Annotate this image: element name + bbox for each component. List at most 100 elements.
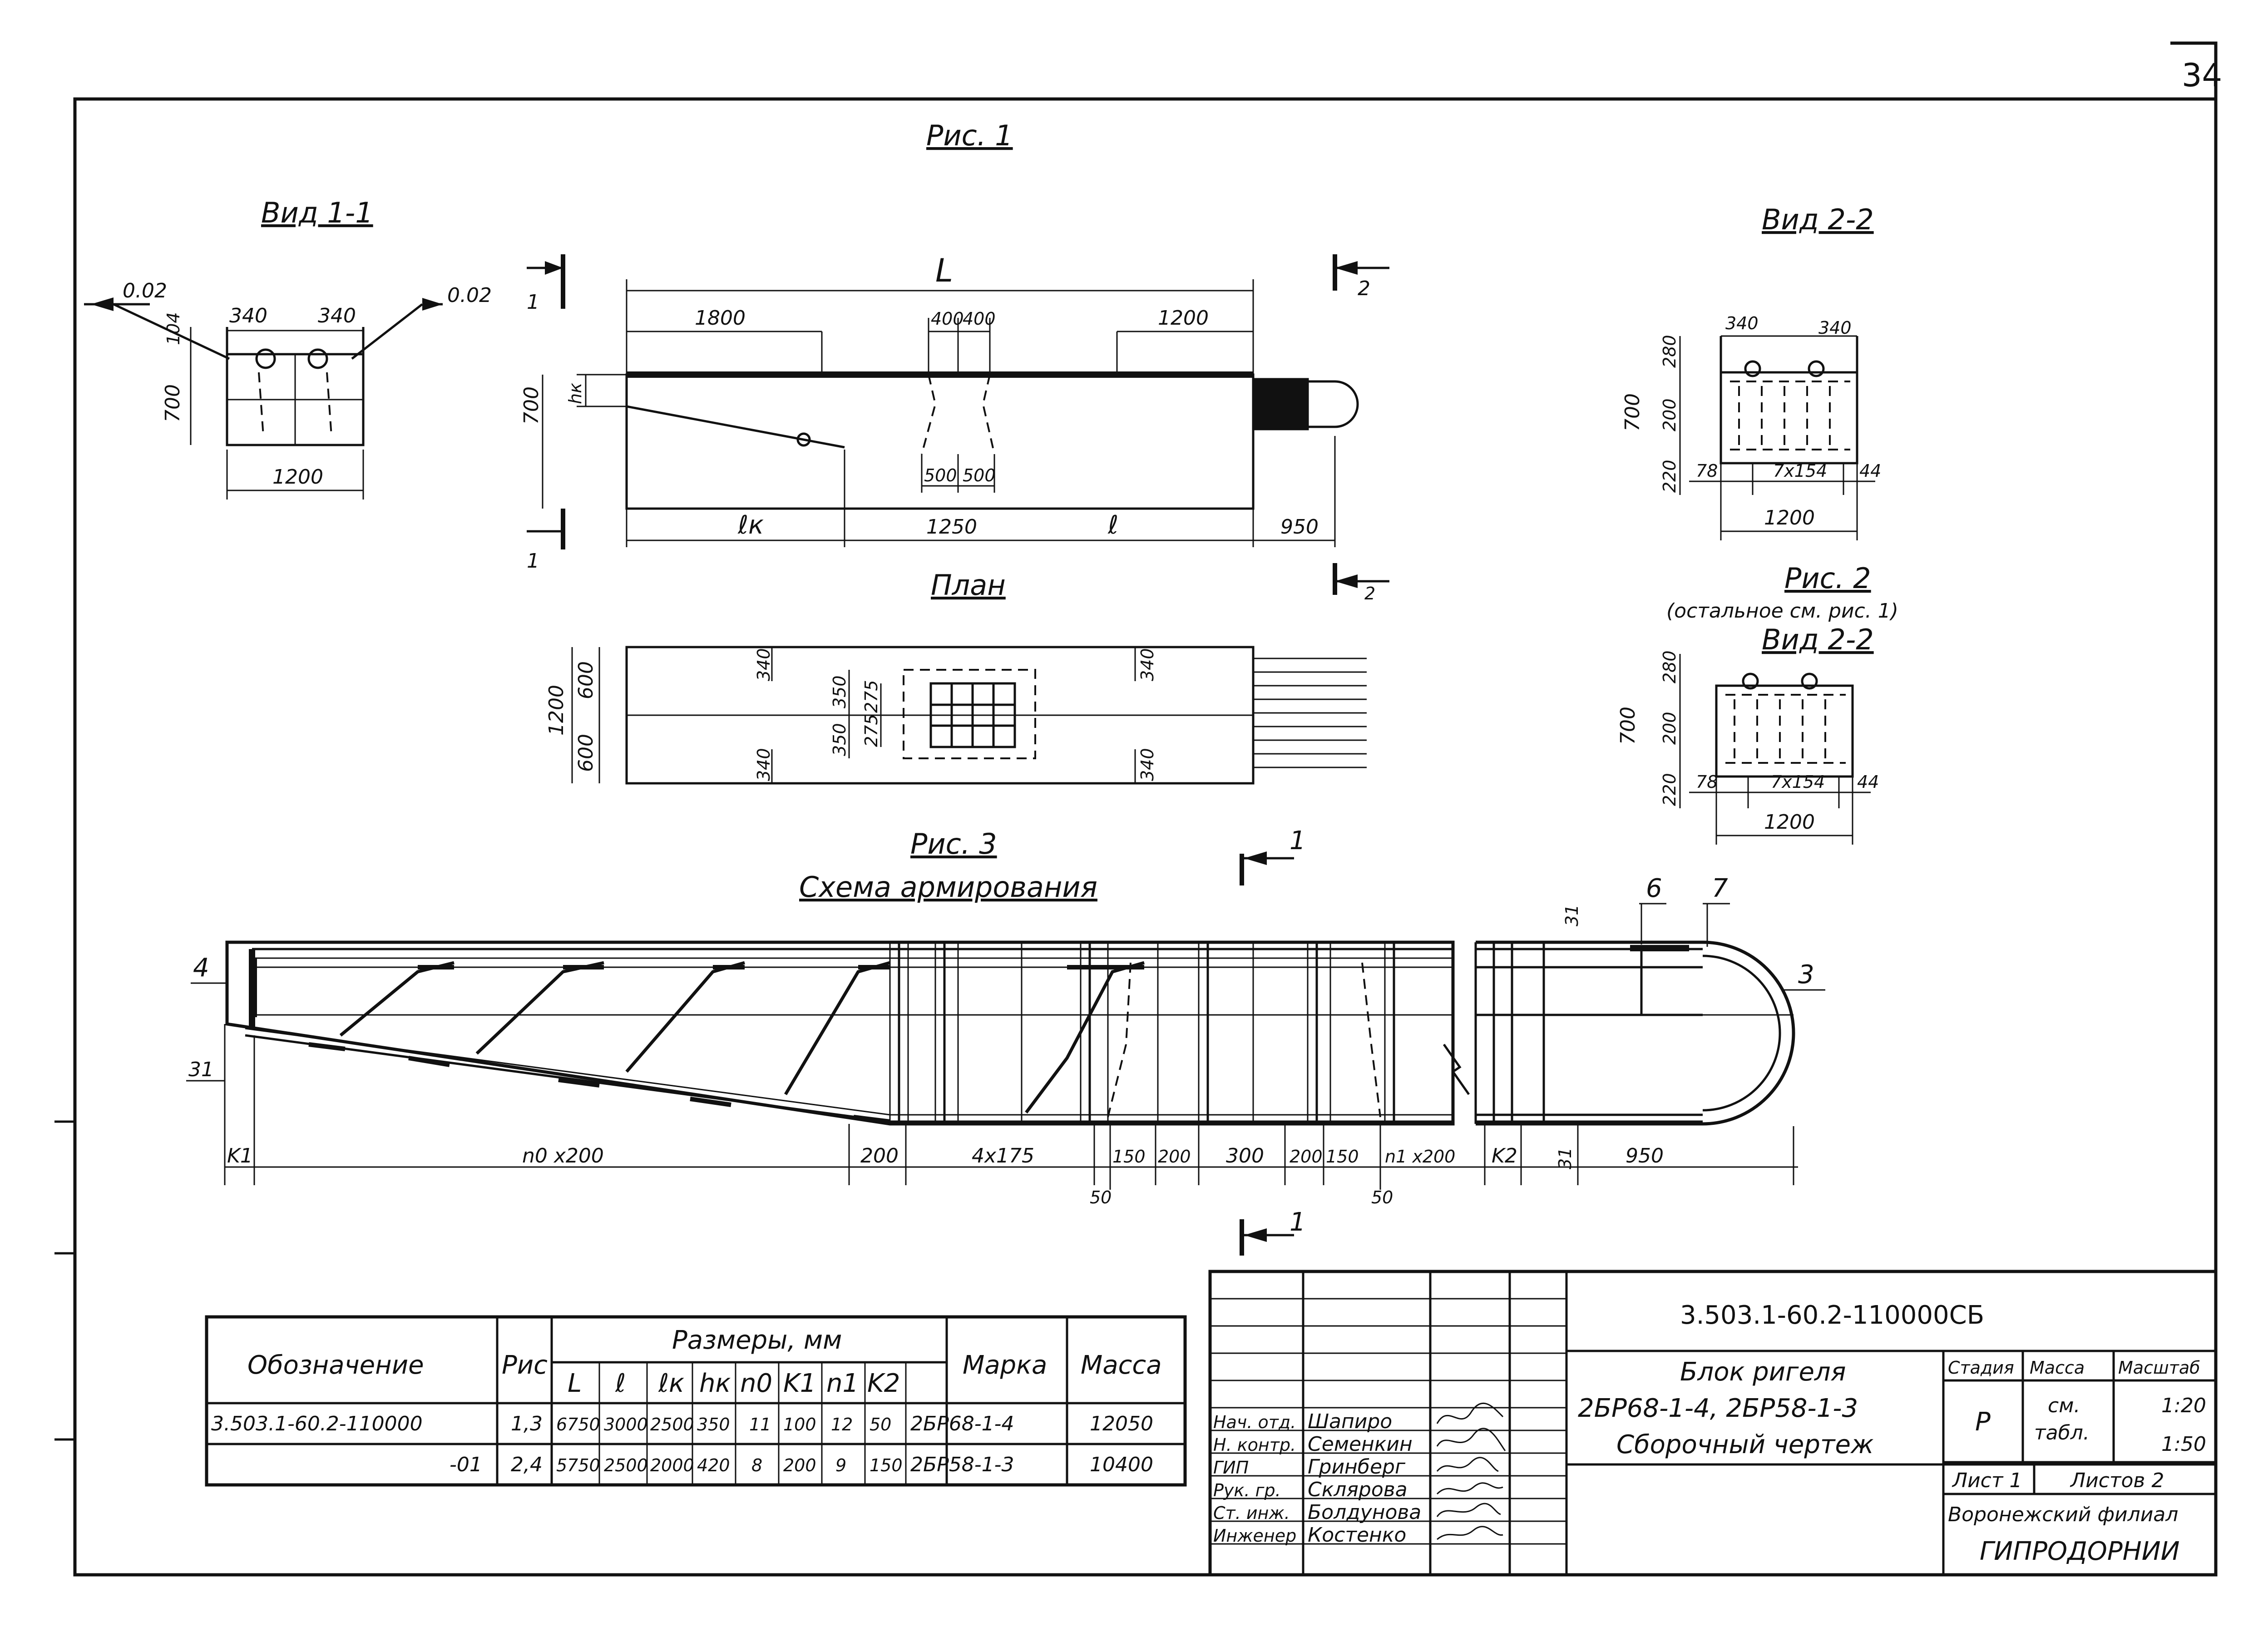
fig3-pos-3: 3 bbox=[1798, 960, 1814, 989]
sig-name: Болдунова bbox=[1308, 1501, 1421, 1524]
fig3-dim-200c: 200 bbox=[1290, 1147, 1323, 1167]
plan-dim-340c: 340 bbox=[1137, 648, 1157, 681]
fig1-dim-1800: 1800 bbox=[695, 307, 746, 330]
view11-slope-right: 0.02 bbox=[447, 284, 492, 307]
spec-sub-L: L bbox=[568, 1369, 582, 1398]
fig1-dim-700: 700 bbox=[520, 386, 543, 425]
spec-col-fig: Рис bbox=[502, 1350, 548, 1380]
fig3-dim-200b: 200 bbox=[1158, 1147, 1191, 1167]
sheets-label: Листов 2 bbox=[2070, 1469, 2164, 1492]
sig-role: ГИП bbox=[1213, 1458, 1249, 1478]
view11-dim-700: 700 bbox=[161, 384, 184, 422]
fig3-dim-4x175: 4x175 bbox=[972, 1144, 1034, 1167]
fig3-title: Рис. 3 bbox=[910, 827, 997, 861]
fig1-dim-400a: 400 bbox=[931, 309, 964, 329]
doc-code: 3.503.1-60.2-110000СБ bbox=[1680, 1301, 1984, 1330]
section-2-top: 2 bbox=[1358, 277, 1370, 300]
fig1-dim-950: 950 bbox=[1280, 515, 1319, 539]
sig-role: Инженер bbox=[1213, 1526, 1296, 1546]
spec-sub-k2: K2 bbox=[867, 1369, 900, 1398]
spec-row2-n0: 8 bbox=[751, 1455, 762, 1475]
fig1-dim-500b: 500 bbox=[963, 465, 996, 485]
spec-row2-L: 5750 bbox=[556, 1455, 600, 1475]
fig3-subtitle: Схема армирования bbox=[799, 871, 1097, 904]
section-1-bottom: 1 bbox=[527, 549, 539, 573]
section-2-bottom: 2 bbox=[1364, 584, 1375, 603]
spec-row2-n1: 9 bbox=[835, 1455, 846, 1475]
view11-dim-340a: 340 bbox=[229, 304, 267, 327]
table-row: 3.503.1-60.2-110000 1,3 6750 3000 2500 3… bbox=[211, 1412, 1153, 1435]
title-line2: 2БР68-1-4, 2БР58-1-3 bbox=[1578, 1394, 1858, 1423]
table-row: -01 2,4 5750 2500 2000 420 8 200 9 150 2… bbox=[450, 1453, 1153, 1476]
sig-role: Ст. инж. bbox=[1213, 1503, 1290, 1523]
plan-title: План bbox=[931, 569, 1006, 602]
mass-label: Масса bbox=[2030, 1358, 2085, 1378]
fig1-dim-lk: ℓк bbox=[737, 510, 764, 540]
fig1-dim-hk: hк bbox=[565, 383, 585, 404]
signature-row: Рук. гр. Склярова bbox=[1213, 1478, 1408, 1501]
spec-row1-fig: 1,3 bbox=[511, 1412, 543, 1435]
view22-dim-220: 220 bbox=[1660, 460, 1680, 493]
view22-dim-7x154: 7x154 bbox=[1773, 461, 1827, 481]
fig3-dim-200a: 200 bbox=[860, 1144, 899, 1167]
spec-row1-lk: 2500 bbox=[650, 1415, 694, 1434]
view22-dim-340b: 340 bbox=[1818, 318, 1852, 338]
view22b-dim-1200: 1200 bbox=[1764, 811, 1815, 834]
fig1-dim-L: L bbox=[935, 252, 953, 289]
fig1-dim-1200: 1200 bbox=[1158, 307, 1209, 330]
fig3-reinforcement: Рис. 3 Схема армирования 1 4 bbox=[186, 826, 1825, 1256]
plan-dim-340d: 340 bbox=[1137, 748, 1157, 781]
fig1-dim-l: ℓ bbox=[1107, 510, 1118, 540]
section-1-top: 1 bbox=[527, 291, 539, 314]
fig3-dim-150a: 150 bbox=[1112, 1147, 1146, 1167]
spec-row1-k2: 50 bbox=[870, 1415, 891, 1434]
scale-label: Масштаб bbox=[2118, 1358, 2200, 1378]
spec-row2-mass: 10400 bbox=[1090, 1453, 1153, 1476]
spec-sub-l: ℓ bbox=[615, 1369, 626, 1398]
spec-sub-k1: K1 bbox=[783, 1369, 816, 1398]
scale-value-1: 1:20 bbox=[2161, 1394, 2206, 1417]
fig1-title: Рис. 1 bbox=[926, 119, 1013, 152]
view22b-dim-700: 700 bbox=[1616, 707, 1640, 745]
view22-dim-44: 44 bbox=[1859, 461, 1881, 481]
spec-sub-lk: ℓк bbox=[658, 1369, 684, 1398]
fig1-dim-1250: 1250 bbox=[926, 515, 977, 539]
spec-sub-hk: hк bbox=[699, 1369, 731, 1398]
signature-row: Инженер Костенко bbox=[1213, 1523, 1406, 1547]
fig3-dim-300: 300 bbox=[1226, 1144, 1264, 1167]
stage-label: Стадия bbox=[1948, 1358, 2014, 1378]
sig-name: Костенко bbox=[1308, 1523, 1406, 1547]
fig3-pos-6: 6 bbox=[1646, 874, 1662, 903]
view11-title: Вид 1-1 bbox=[261, 196, 373, 229]
spec-col-designation: Обозначение bbox=[247, 1350, 424, 1380]
stage-value: Р bbox=[1975, 1407, 1991, 1437]
plan-dim-340b: 340 bbox=[754, 748, 774, 781]
fig3-pos-31-left: 31 bbox=[188, 1058, 214, 1081]
view22b-dim-220: 220 bbox=[1660, 773, 1680, 806]
fig3-pos-7: 7 bbox=[1712, 874, 1728, 903]
view22b-dim-44: 44 bbox=[1857, 772, 1879, 792]
sheet-frame: 34 bbox=[54, 41, 2222, 1577]
view22b-dim-200: 200 bbox=[1660, 712, 1680, 745]
fig3-pos-4: 4 bbox=[193, 953, 209, 983]
view11-slope-left: 0.02 bbox=[123, 279, 167, 302]
spec-row1-mass: 12050 bbox=[1090, 1412, 1153, 1435]
fig1-dim-500a: 500 bbox=[924, 465, 957, 485]
fig3-dim-k1: K1 bbox=[227, 1144, 253, 1167]
signature-row: Ст. инж. Болдунова bbox=[1213, 1501, 1421, 1524]
scale-value-2: 1:50 bbox=[2161, 1433, 2206, 1456]
sig-name: Семенкин bbox=[1308, 1433, 1413, 1456]
view22-title: Вид 2-2 bbox=[1762, 203, 1874, 236]
org-line1: Воронежский филиал bbox=[1948, 1503, 2178, 1526]
spec-sub-n1: n1 bbox=[826, 1369, 859, 1398]
view22b-dim-7x154: 7x154 bbox=[1771, 772, 1825, 792]
spec-row2-k1: 200 bbox=[783, 1455, 816, 1475]
view22-dim-78: 78 bbox=[1696, 461, 1718, 481]
signature-row: ГИП Гринберг bbox=[1213, 1455, 1406, 1479]
spec-row1-designation: 3.503.1-60.2-110000 bbox=[211, 1412, 423, 1435]
org-line2: ГИПРОДОРНИИ bbox=[1980, 1537, 2180, 1566]
view22-dim-280: 280 bbox=[1660, 335, 1680, 368]
sig-name: Гринберг bbox=[1308, 1455, 1406, 1479]
plan-view: План 1200 600 600 340 340 350 350 275 27… bbox=[545, 569, 1367, 785]
fig3-pos-31-bottom: 31 bbox=[1555, 1147, 1575, 1169]
